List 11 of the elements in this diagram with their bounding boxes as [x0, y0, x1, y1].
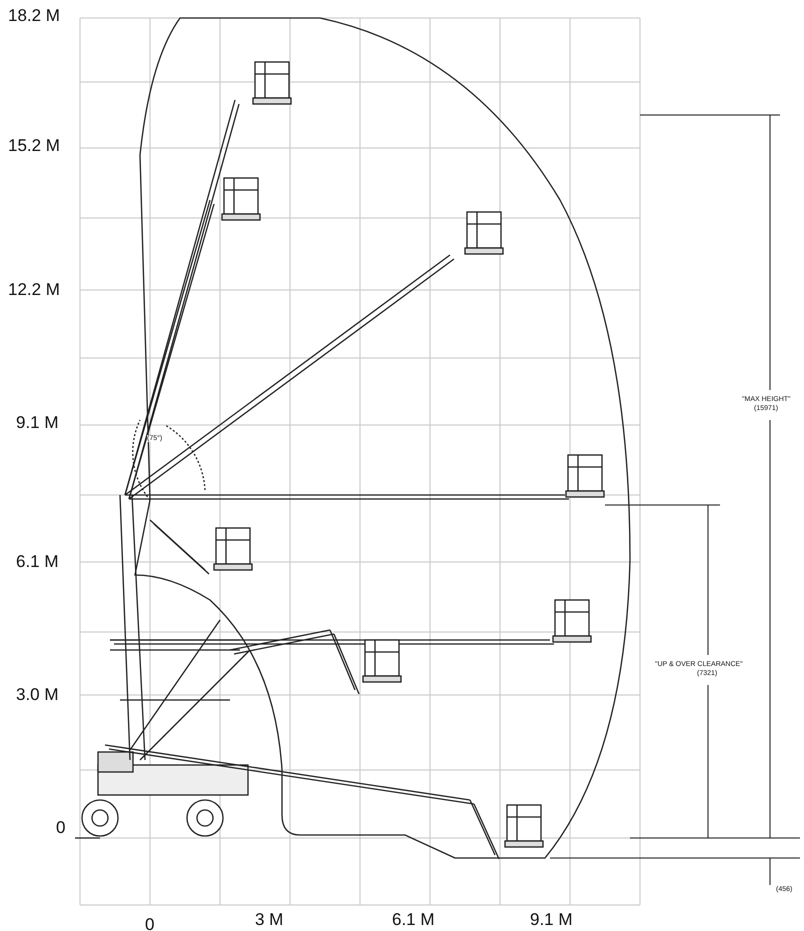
axis-label: 3 M: [255, 910, 284, 930]
axis-label: 9.1 M: [16, 413, 59, 433]
axis-label: 6.1 M: [16, 552, 59, 572]
axis-label: 0: [56, 818, 66, 838]
axis-label: 3.0 M: [16, 685, 59, 705]
axis-label: 6.1 M: [392, 910, 435, 930]
axis-label: 12.2 M: [8, 280, 60, 300]
axis-label: 0: [145, 915, 154, 931]
axis-label: 15.2 M: [8, 136, 60, 156]
axis-label: 18.2 M: [8, 6, 60, 26]
axis-label: 9.1 M: [530, 910, 573, 930]
